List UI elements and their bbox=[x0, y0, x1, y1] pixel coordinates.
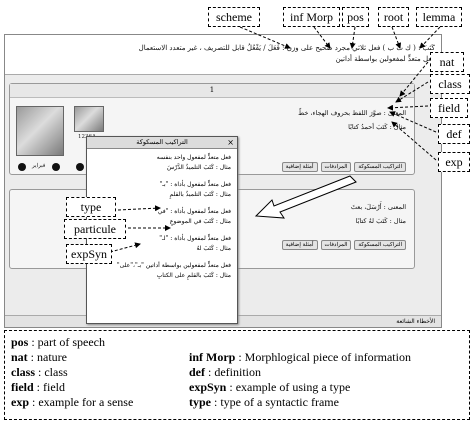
frame-example: مثال : كَتَبَ التلميذُ بالقلمِ bbox=[169, 191, 231, 198]
callout-scheme: scheme bbox=[208, 7, 260, 27]
tab-synonyms[interactable]: المرادفات bbox=[320, 240, 352, 250]
sense-tabs: التراكيب المسكوكة المرادفات أمثلة إضافية bbox=[281, 240, 406, 250]
callout-class: class bbox=[430, 74, 470, 94]
syntactic-frame: فعل متعدٍّ لمفعول بأداة : "في" bbox=[155, 208, 231, 215]
legend-row: class : class def : definition bbox=[11, 365, 463, 380]
legend-term: field bbox=[11, 380, 34, 394]
legend-term: inf Morp bbox=[189, 350, 236, 364]
frame-example: مثال : كَتَبَ التلميذُ الدَّرْسَ bbox=[166, 164, 231, 171]
tab-more-examples[interactable]: أمثلة إضافية bbox=[281, 162, 318, 172]
legend-desc: : type of a syntactic frame bbox=[211, 395, 339, 409]
callout-pos: pos bbox=[342, 7, 369, 27]
dialog-title-text: التراكيب المسكوكة bbox=[136, 138, 188, 146]
callout-nat: nat bbox=[430, 52, 464, 72]
sense-number: 1 bbox=[10, 84, 414, 98]
dialog-title: التراكيب المسكوكة × bbox=[87, 137, 237, 149]
legend-row: field : field expSyn : example of using … bbox=[11, 380, 463, 395]
abbreviation-legend: pos : part of speech nat : nature inf Mo… bbox=[4, 330, 470, 420]
callout-lemma: lemma bbox=[416, 7, 462, 27]
sense-meaning: المعنى : أَرْسَلَ، بعثَ bbox=[350, 203, 406, 211]
entry-morph-line: كَتَبَ : ( ك ت ب ) فعل ثلاثي مجرد صحيح ع… bbox=[138, 44, 435, 52]
legend-row: nat : nature inf Morp : Morphlogical pie… bbox=[11, 350, 463, 365]
legend-term: nat bbox=[11, 350, 28, 364]
sense-example: مثال : كَتَبَ أحمدُ كتابًا bbox=[348, 123, 406, 131]
entry-header: كَتَبَ : ( ك ت ب ) فعل ثلاثي مجرد صحيح ع… bbox=[5, 35, 441, 75]
frame-example: مثال : كَتَبَ في الموضوعِ bbox=[169, 218, 231, 225]
entry-syntax-line: فعل متعدٍّ لمفعولين بواسطة أداتين bbox=[335, 55, 435, 63]
legend-desc: : example of using a type bbox=[226, 380, 351, 394]
callout-type: type bbox=[66, 197, 116, 217]
syntactic-frame: فعل متعدٍّ لمفعول واحد بنفسه bbox=[156, 154, 231, 161]
callout-inf-morp: inf Morp bbox=[283, 7, 340, 27]
legend-term: type bbox=[189, 395, 211, 409]
legend-desc: : class bbox=[35, 365, 68, 379]
legend-row: pos : part of speech bbox=[11, 335, 463, 350]
tab-fixed-expressions[interactable]: التراكيب المسكوكة bbox=[354, 162, 406, 172]
legend-term: def bbox=[189, 365, 205, 379]
sense-tabs: التراكيب المسكوكة المرادفات أمثلة إضافية bbox=[281, 162, 406, 172]
tab-synonyms[interactable]: المرادفات bbox=[320, 162, 352, 172]
callout-expsyn: expSyn bbox=[66, 244, 112, 264]
sense-meaning: المعنى : صوَّرَ اللفظ بحروف الهجاء، خطّ bbox=[298, 109, 406, 117]
illustration-image-2 bbox=[74, 106, 104, 132]
prev-image-button[interactable] bbox=[18, 163, 26, 171]
legend-desc: : part of speech bbox=[28, 335, 105, 349]
legend-desc: : nature bbox=[27, 350, 67, 364]
syntactic-frame: فعل متعدٍّ لمفعول بأداة : "لـ" bbox=[159, 235, 231, 242]
legend-desc: : field bbox=[33, 380, 65, 394]
callout-exp: exp bbox=[438, 152, 470, 172]
common-errors-link[interactable]: الأخطاء الشائعة bbox=[396, 318, 435, 325]
legend-desc: : example for a sense bbox=[29, 395, 134, 409]
tab-fixed-expressions[interactable]: التراكيب المسكوكة bbox=[354, 240, 406, 250]
illustration-image-1 bbox=[16, 106, 64, 156]
dialog-body: فعل متعدٍّ لمفعول واحد بنفسه مثال : كَتَ… bbox=[87, 149, 237, 285]
legend-term: pos bbox=[11, 335, 29, 349]
next-image-button[interactable] bbox=[52, 163, 60, 171]
legend-desc: : definition bbox=[205, 365, 261, 379]
callout-particule: particule bbox=[64, 219, 126, 239]
callout-def: def bbox=[438, 124, 470, 144]
legend-term: expSyn bbox=[189, 380, 227, 394]
close-icon[interactable]: × bbox=[227, 138, 234, 147]
syntactic-frame: فعل متعدٍّ لمفعول بأداة : "بـ" bbox=[159, 181, 231, 188]
legend-term: exp bbox=[11, 395, 29, 409]
callout-field: field bbox=[430, 98, 468, 118]
syntactic-frame: فعل متعدٍّ لمفعولين بواسطة أداتين "بـ"،"… bbox=[116, 262, 231, 269]
date-label: فبراير bbox=[32, 163, 46, 169]
frame-example: مثال : كَتَبَ لهُ bbox=[196, 245, 231, 252]
legend-desc: : Morphlogical piece of information bbox=[235, 350, 411, 364]
callout-root: root bbox=[378, 7, 409, 27]
sense-example: مثال : كَتَبَ لهُ كتابًا bbox=[355, 217, 406, 225]
image-nav-button[interactable] bbox=[76, 163, 84, 171]
tab-more-examples[interactable]: أمثلة إضافية bbox=[281, 240, 318, 250]
legend-term: class bbox=[11, 365, 35, 379]
frame-example: مثال : كَتَبَ بالقلمِ على الكتابِ bbox=[156, 272, 231, 279]
legend-row: exp : example for a sense type : type of… bbox=[11, 395, 463, 410]
